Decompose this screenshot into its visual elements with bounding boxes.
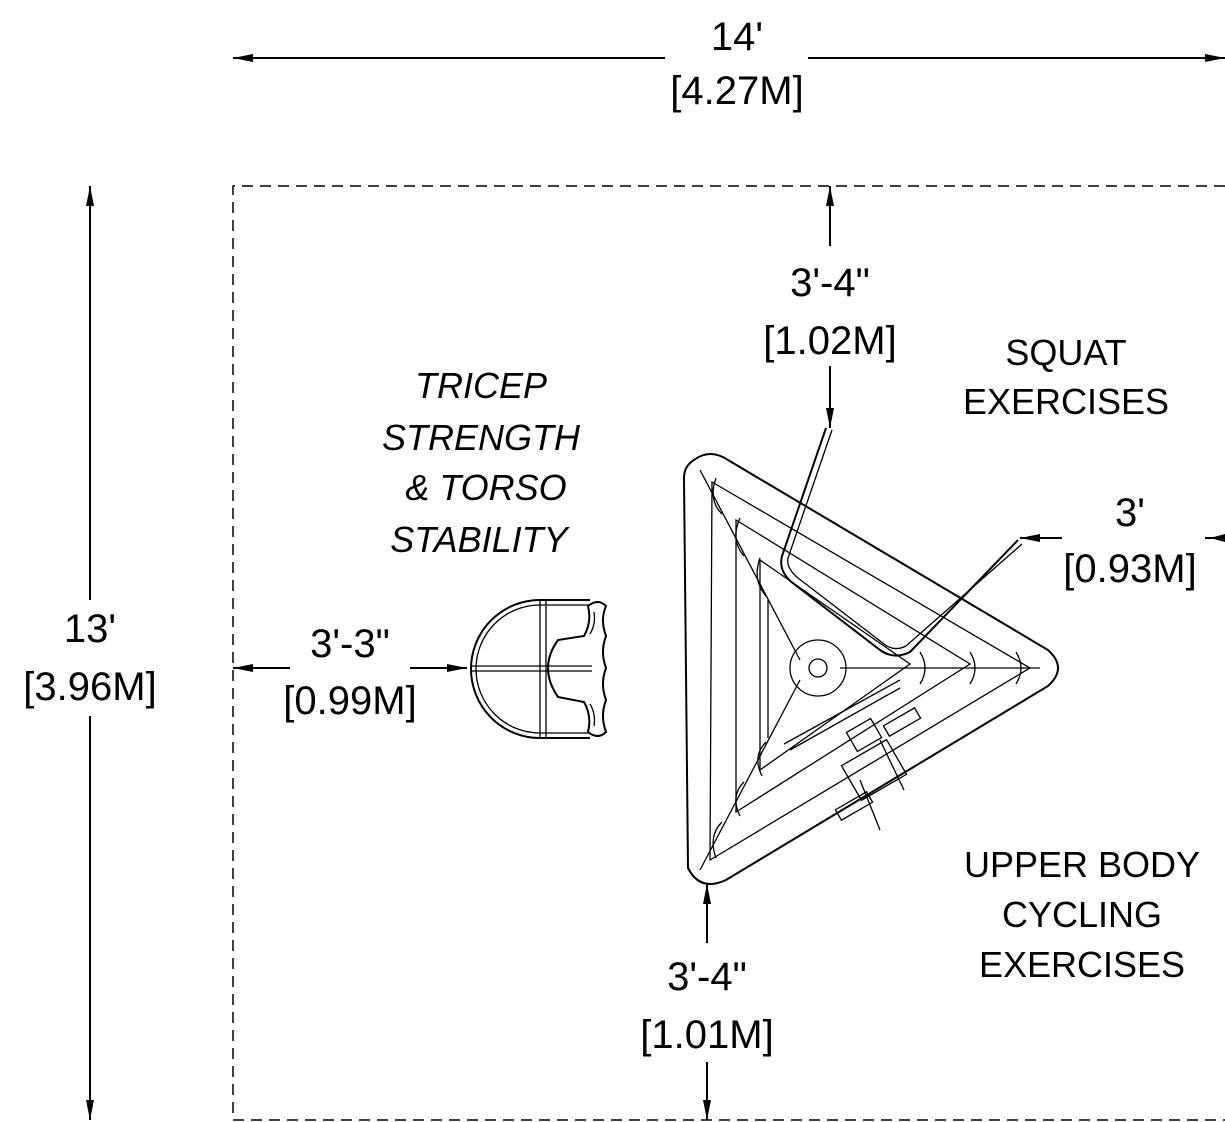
top-clearance-dimension: 3'-4" [1.02M]: [763, 186, 897, 428]
left-clear-ft-label: 3'-3": [310, 622, 390, 666]
width-dimension: 14' [4.27M]: [233, 15, 1225, 113]
tricep-line-4: STABILITY: [390, 519, 570, 560]
tricep-line-1: TRICEP: [415, 365, 547, 406]
squat-line-2: EXERCISES: [963, 381, 1169, 422]
bottom-clearance-dimension: 3'-4" [1.01M]: [640, 884, 774, 1120]
tricep-line-2: STRENGTH: [382, 417, 581, 458]
top-clear-m-label: [1.02M]: [763, 319, 896, 363]
bottom-clear-ft-label: 3'-4": [667, 955, 747, 999]
height-m-label: [3.96M]: [23, 665, 156, 709]
squat-line-1: SQUAT: [1005, 332, 1126, 373]
squat-zone-label: SQUAT EXERCISES: [963, 332, 1169, 422]
height-ft-label: 13': [64, 607, 116, 651]
tricep-zone-label: TRICEP STRENGTH & TORSO STABILITY: [382, 365, 581, 560]
upper-body-line-1: UPPER BODY: [964, 844, 1200, 885]
right-clear-ft-label: 3': [1115, 491, 1145, 535]
upper-body-zone-label: UPPER BODY CYCLING EXERCISES: [964, 844, 1200, 985]
tricep-line-3: & TORSO: [395, 467, 566, 508]
bottom-clear-m-label: [1.01M]: [640, 1013, 773, 1057]
width-ft-label: 14': [711, 15, 763, 59]
upper-body-line-2: CYCLING: [1002, 894, 1162, 935]
width-m-label: [4.27M]: [670, 69, 803, 113]
triangle-frame: [682, 427, 1059, 885]
left-clear-m-label: [0.99M]: [283, 679, 416, 723]
right-clear-m-label: [0.93M]: [1063, 547, 1196, 591]
upper-body-line-3: EXERCISES: [979, 944, 1185, 985]
right-clearance-dimension: 3' [0.93M]: [1020, 491, 1225, 591]
top-clear-ft-label: 3'-4": [790, 261, 870, 305]
left-clearance-dimension: 3'-3" [0.99M]: [233, 622, 467, 723]
clearance-boundary: [232, 185, 1225, 1121]
height-dimension: 13' [3.96M]: [23, 186, 157, 1120]
tricep-seat: [470, 599, 608, 739]
